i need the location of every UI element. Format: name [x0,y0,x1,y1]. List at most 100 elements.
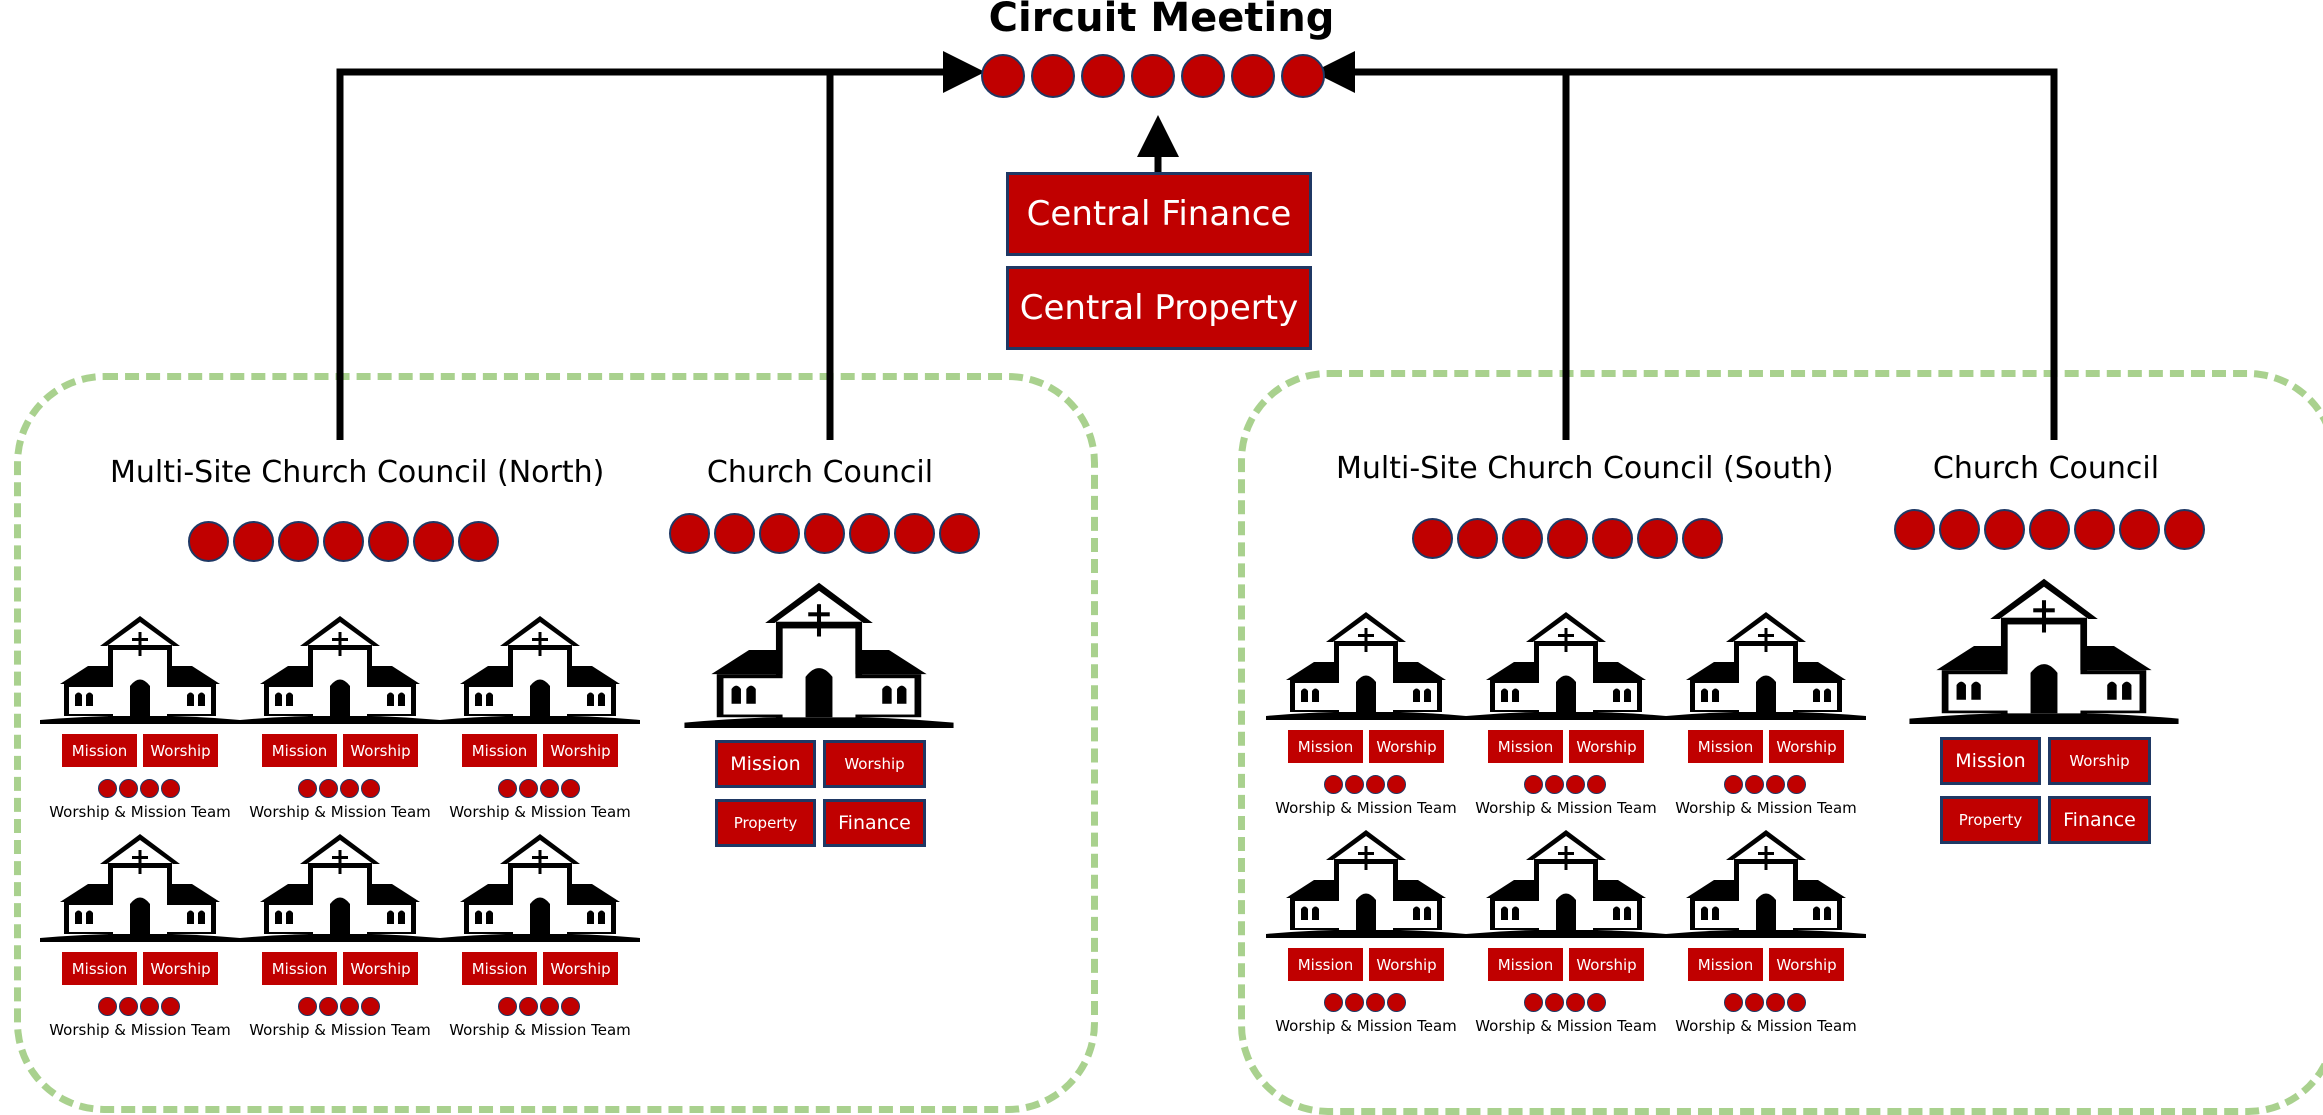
member-dot-icon [1502,518,1543,559]
north-mission-committee: Mission [715,740,816,788]
member-dot-icon [119,997,138,1016]
member-dot-icon [498,997,517,1016]
member-dot-icon [1545,993,1564,1012]
site-mission-box: Mission [1488,948,1563,981]
member-dot-icon [1366,775,1385,794]
south-worship-committee: Worship [2048,737,2151,785]
member-dot-icon [140,997,159,1016]
south-multisite-council-members [1412,518,1723,559]
site-worship-box: Worship [1569,730,1644,763]
member-dot-icon [1637,518,1678,559]
site-mission-box: Mission [262,734,337,767]
member-dot-icon [368,521,409,562]
member-dot-icon [1587,775,1606,794]
member-dot-icon [1724,993,1743,1012]
member-dot-icon [1745,993,1764,1012]
member-dot-icon [519,779,538,798]
member-dot-icon [319,779,338,798]
member-dot-icon [319,997,338,1016]
church-icon [1666,610,1866,725]
team-members [1324,993,1406,1012]
member-dot-icon [1345,775,1364,794]
site-mission-box: Mission [262,952,337,985]
member-dot-icon [1766,993,1785,1012]
member-dot-icon [323,521,364,562]
member-dot-icon [98,997,117,1016]
church-icon [440,832,640,947]
central-property-box: Central Property [1006,266,1312,350]
member-dot-icon [1524,993,1543,1012]
member-dot-icon [1787,775,1806,794]
member-dot-icon [1939,509,1980,550]
member-dot-icon [759,513,800,554]
team-members [1524,775,1606,794]
member-dot-icon [1682,518,1723,559]
south-property-committee: Property [1940,796,2041,844]
church-icon [240,832,440,947]
member-dot-icon [1324,775,1343,794]
team-label: Worship & Mission Team [1275,1017,1457,1035]
circuit-meeting-members [981,54,1325,98]
member-dot-icon [1787,993,1806,1012]
site-worship-box: Worship [543,734,618,767]
site-mission-box: Mission [1488,730,1563,763]
member-dot-icon [361,997,380,1016]
member-dot-icon [519,997,538,1016]
member-dot-icon [140,779,159,798]
church-icon [1266,828,1466,943]
north-property-committee: Property [715,799,816,847]
member-dot-icon [1566,775,1585,794]
site-worship-box: Worship [343,734,418,767]
site-worship-box: Worship [1569,948,1644,981]
member-dot-icon [340,997,359,1016]
member-dot-icon [1766,775,1785,794]
member-dot-icon [1566,993,1585,1012]
site-worship-box: Worship [543,952,618,985]
member-dot-icon [939,513,980,554]
member-dot-icon [1524,775,1543,794]
member-dot-icon [2119,509,2160,550]
team-label: Worship & Mission Team [1475,799,1657,817]
church-icon [440,614,640,729]
member-dot-icon [561,997,580,1016]
member-dot-icon [1592,518,1633,559]
member-dot-icon [1412,518,1453,559]
team-members [298,779,380,798]
member-dot-icon [340,779,359,798]
site-worship-box: Worship [1369,948,1444,981]
north-multisite-council-members [188,521,499,562]
site-mission-box: Mission [1688,948,1763,981]
member-dot-icon [161,779,180,798]
member-dot-icon [894,513,935,554]
team-members [498,779,580,798]
south-mission-committee: Mission [1940,737,2041,785]
team-label: Worship & Mission Team [449,803,631,821]
team-label: Worship & Mission Team [1275,799,1457,817]
site-mission-box: Mission [1288,730,1363,763]
church-icon [1466,828,1666,943]
member-dot-icon [1587,993,1606,1012]
church-icon [240,614,440,729]
member-dot-icon [1131,54,1175,98]
member-dot-icon [561,779,580,798]
member-dot-icon [1181,54,1225,98]
team-label: Worship & Mission Team [1675,1017,1857,1035]
member-dot-icon [1281,54,1325,98]
site-mission-box: Mission [62,734,137,767]
team-label: Worship & Mission Team [249,803,431,821]
central-finance-box: Central Finance [1006,172,1312,256]
site-mission-box: Mission [1688,730,1763,763]
team-members [498,997,580,1016]
member-dot-icon [1545,775,1564,794]
north-multisite-connector [336,51,985,440]
site-mission-box: Mission [462,952,537,985]
member-dot-icon [2164,509,2205,550]
team-label: Worship & Mission Team [1475,1017,1657,1035]
